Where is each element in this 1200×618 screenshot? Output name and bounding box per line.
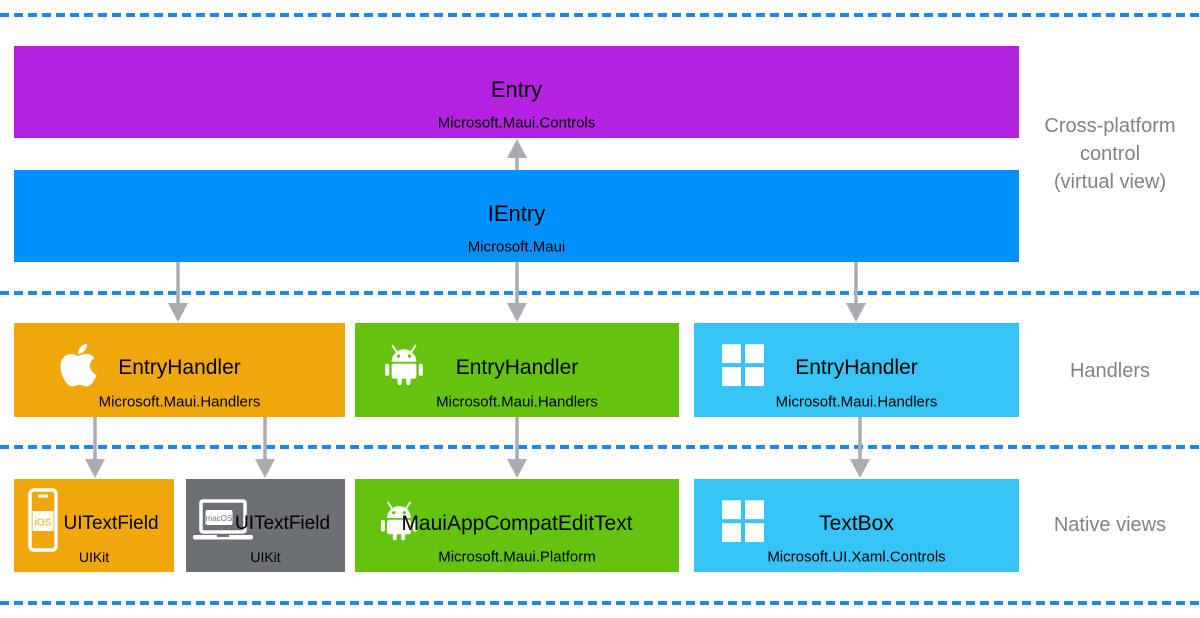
native-windows-title: TextBox [819, 511, 894, 535]
native-android-subtitle: Microsoft.Maui.Platform [438, 548, 596, 566]
native-ios-title: UITextField [63, 512, 159, 534]
native-android-box: MauiAppCompatEditText Microsoft.Maui.Pla… [355, 479, 679, 572]
handler-ios-title: EntryHandler [118, 356, 241, 380]
divider-top [0, 13, 1200, 17]
handler-windows-subtitle: Microsoft.Maui.Handlers [775, 393, 938, 411]
handler-windows-box: EntryHandler Microsoft.Maui.Handlers [694, 323, 1019, 417]
native-ios-subtitle: UIKit [78, 549, 110, 566]
divider-handlers-top [0, 291, 1200, 295]
arrow-ientry-to-entry [507, 139, 527, 170]
handler-android-box: EntryHandler Microsoft.Maui.Handlers [355, 323, 679, 417]
ientry-title: IEntry [487, 200, 546, 226]
android-icon [381, 342, 427, 393]
ientry-box: IEntry Microsoft.Maui [14, 170, 1019, 262]
windows-icon [722, 499, 764, 547]
native-windows-box: TextBox Microsoft.UI.Xaml.Controls [694, 479, 1019, 572]
handler-android-title: EntryHandler [455, 356, 579, 380]
cross-platform-layer-label: Cross-platform control (virtual view) [1044, 115, 1176, 193]
entry-title: Entry [490, 76, 543, 102]
native-windows-subtitle: Microsoft.UI.Xaml.Controls [767, 548, 946, 566]
divider-native-top [0, 445, 1200, 449]
ios-badge: iOS [35, 517, 52, 528]
ientry-subtitle: Microsoft.Maui [467, 238, 566, 256]
native-macos-box: macOS UITextField UIKit [186, 479, 345, 572]
native-ios-box: iOS UITextField UIKit [14, 479, 174, 572]
handler-ios-subtitle: Microsoft.Maui.Handlers [98, 393, 261, 411]
handlers-layer-label: Handlers [1069, 360, 1151, 382]
iphone-icon: iOS [28, 487, 58, 557]
native-views-layer-label: Native views [1053, 514, 1167, 536]
apple-icon [58, 341, 98, 394]
handler-ios-box: EntryHandler Microsoft.Maui.Handlers [14, 323, 345, 417]
native-android-title: MauiAppCompatEditText [401, 511, 633, 535]
entry-box: Entry Microsoft.Maui.Controls [14, 46, 1019, 138]
macos-badge: macOS [206, 513, 233, 522]
handler-android-subtitle: Microsoft.Maui.Handlers [436, 393, 598, 411]
macbook-icon: macOS [192, 497, 254, 548]
handler-windows-title: EntryHandler [795, 356, 918, 380]
windows-icon [722, 344, 764, 391]
native-macos-subtitle: UIKit [250, 549, 281, 566]
native-macos-title: UITextField [234, 512, 331, 534]
android-icon [377, 499, 421, 548]
divider-bottom [0, 601, 1200, 605]
entry-subtitle: Microsoft.Maui.Controls [437, 114, 596, 132]
